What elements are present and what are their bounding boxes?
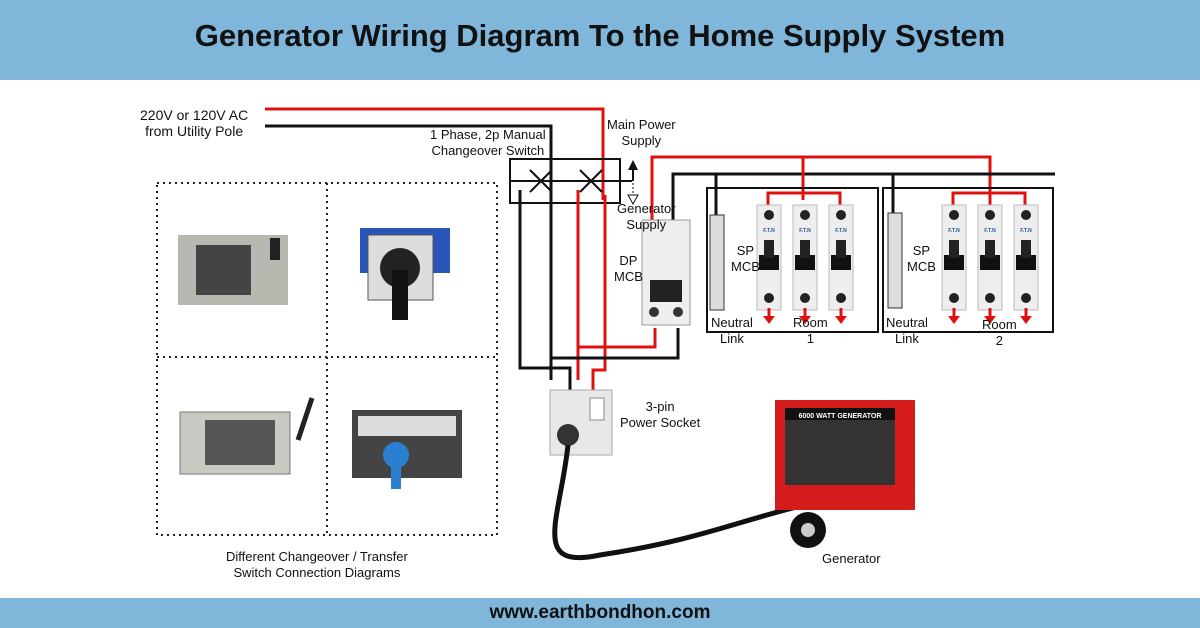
mcb-brand: F.T.N xyxy=(763,228,775,234)
socket-line1: 3-pin xyxy=(645,399,675,414)
utility-label-line2: from Utility Pole xyxy=(145,123,244,139)
output-arrow-icon xyxy=(835,316,847,324)
output-arrow-icon xyxy=(1020,316,1032,324)
page-title: Generator Wiring Diagram To the Home Sup… xyxy=(194,18,1006,53)
sp1-line2: MCB xyxy=(731,259,760,274)
dp-label-line1: DP xyxy=(619,253,638,268)
output-arrow-icon xyxy=(763,316,775,324)
switch-to-socket-wires xyxy=(518,190,607,392)
generator-badge: 6000 WATT GENERATOR xyxy=(799,413,882,420)
gallery-line2: Switch Connection Diagrams xyxy=(233,565,401,580)
rotary-changeover-image xyxy=(178,235,288,305)
sp-mcb: F.T.N xyxy=(792,204,818,324)
changeover-switch xyxy=(509,158,632,204)
cam-switch-image xyxy=(360,228,450,320)
dp-label-line2: MCB xyxy=(614,269,643,284)
main-label-line1: Main Power xyxy=(607,117,676,132)
sp-mcb: F.T.N xyxy=(977,204,1003,324)
neutral-link-2 xyxy=(887,212,903,309)
dp-mcb xyxy=(641,219,691,326)
sp2-line2: MCB xyxy=(907,259,936,274)
generator-label: Generator xyxy=(822,551,881,566)
mcb-brand: F.T.N xyxy=(835,228,847,234)
neutral2-line2: Link xyxy=(895,331,919,346)
switch-label-line2: Changeover Switch xyxy=(431,143,545,158)
mcb-brand: F.T.N xyxy=(799,228,811,234)
room1-line2: 1 xyxy=(806,331,814,346)
footer-band xyxy=(0,598,1200,628)
output-arrow-icon xyxy=(799,316,811,324)
box-changeover-image xyxy=(179,397,315,475)
room2-line1: Room xyxy=(982,317,1017,332)
mcb-brand: F.T.N xyxy=(1020,228,1032,234)
mcb-brand: F.T.N xyxy=(948,228,960,234)
gen-label-line1: Generator xyxy=(617,201,676,216)
gallery-line1: Different Changeover / Transfer xyxy=(226,549,408,564)
sp2-line1: SP xyxy=(912,243,931,258)
neutral1-line2: Link xyxy=(720,331,744,346)
switch-label-line1: 1 Phase, 2p Manual xyxy=(430,127,546,142)
room2-line2: 2 xyxy=(995,333,1003,348)
utility-label-line1: 220V or 120V AC xyxy=(140,107,249,123)
changeover-gallery xyxy=(156,182,498,536)
neutral1-line1: Neutral xyxy=(711,315,753,330)
room1-line1: Room xyxy=(793,315,828,330)
socket-line2: Power Socket xyxy=(620,415,701,430)
website-link[interactable]: www.earthbondhon.com xyxy=(489,602,711,623)
header-band xyxy=(0,0,1200,80)
generator-cable xyxy=(552,444,806,561)
board-feed-wires xyxy=(551,155,1055,360)
sp-mcb: F.T.N xyxy=(828,204,854,324)
sp-mcb: F.T.N xyxy=(941,204,967,324)
output-arrow-icon xyxy=(984,316,996,324)
output-arrow-icon xyxy=(948,316,960,324)
sp1-line1: SP xyxy=(736,243,755,258)
transfer-switch-image xyxy=(352,410,462,489)
distribution-board-room-1 xyxy=(706,187,879,333)
supply-arrows-icon xyxy=(627,160,639,206)
generator-image: 6000 WATT GENERATOR xyxy=(775,400,915,548)
sp-mcb: F.T.N xyxy=(756,204,782,324)
main-label-line2: Supply xyxy=(621,133,662,148)
gen-label-line2: Supply xyxy=(626,217,667,232)
distribution-board-room-2 xyxy=(882,187,1054,333)
mcb-brand: F.T.N xyxy=(984,228,996,234)
neutral-link-1 xyxy=(709,214,725,311)
sp-mcb: F.T.N xyxy=(1013,204,1039,324)
power-socket xyxy=(549,389,613,456)
neutral2-line1: Neutral xyxy=(886,315,928,330)
